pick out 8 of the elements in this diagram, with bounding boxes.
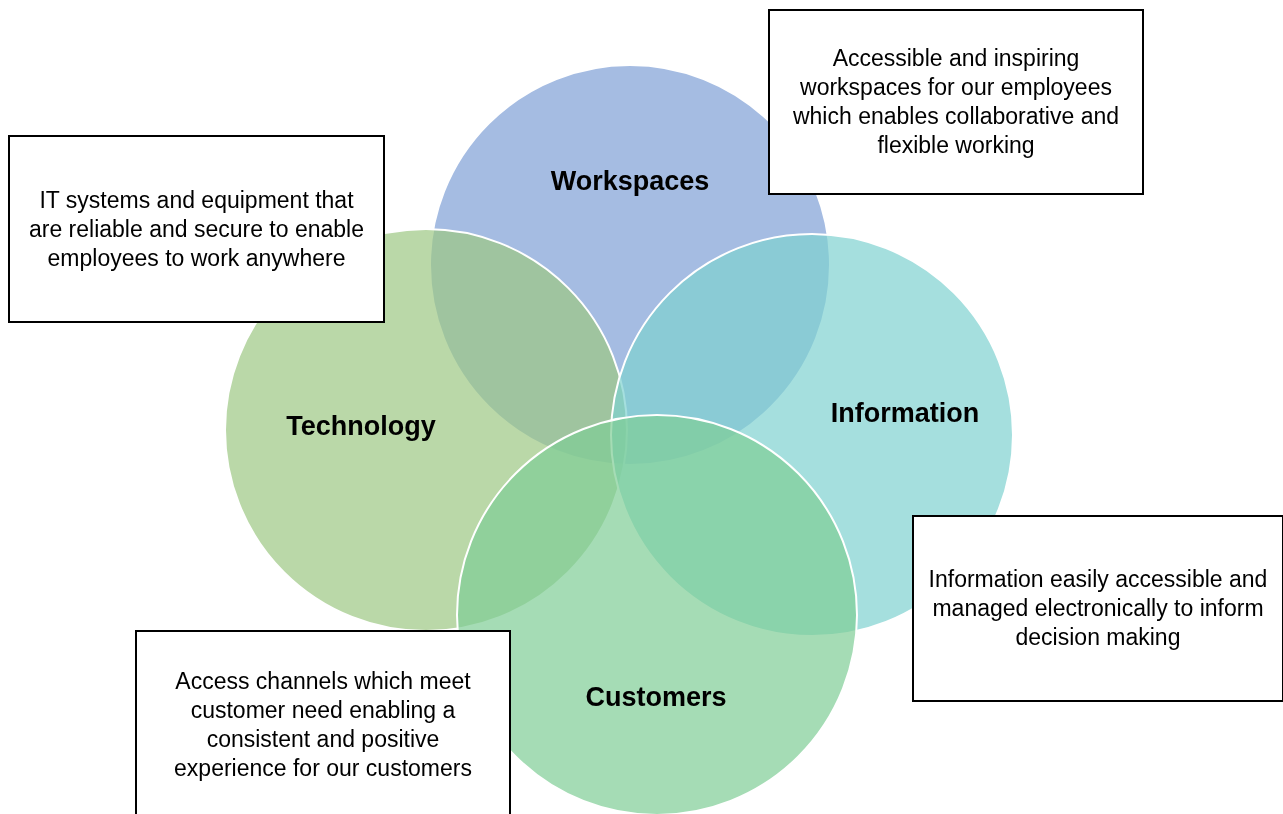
circle-label: Technology [286, 410, 436, 442]
circle-label: Information [830, 397, 980, 429]
description-box: Access channels which meet customer need enabling a consistent and positive experience for our customers [135, 630, 511, 814]
circle-label: Workspaces [550, 165, 710, 197]
circle-label: Customers [585, 681, 727, 713]
description-box: Accessible and inspiring workspaces for our employees which enables collaborative and flexible working [768, 9, 1144, 195]
description-box: Information easily accessible and managed electronically to inform decision making [912, 515, 1283, 702]
description-box: IT systems and equipment that are reliable and secure to enable employees to work anywhere [8, 135, 385, 323]
